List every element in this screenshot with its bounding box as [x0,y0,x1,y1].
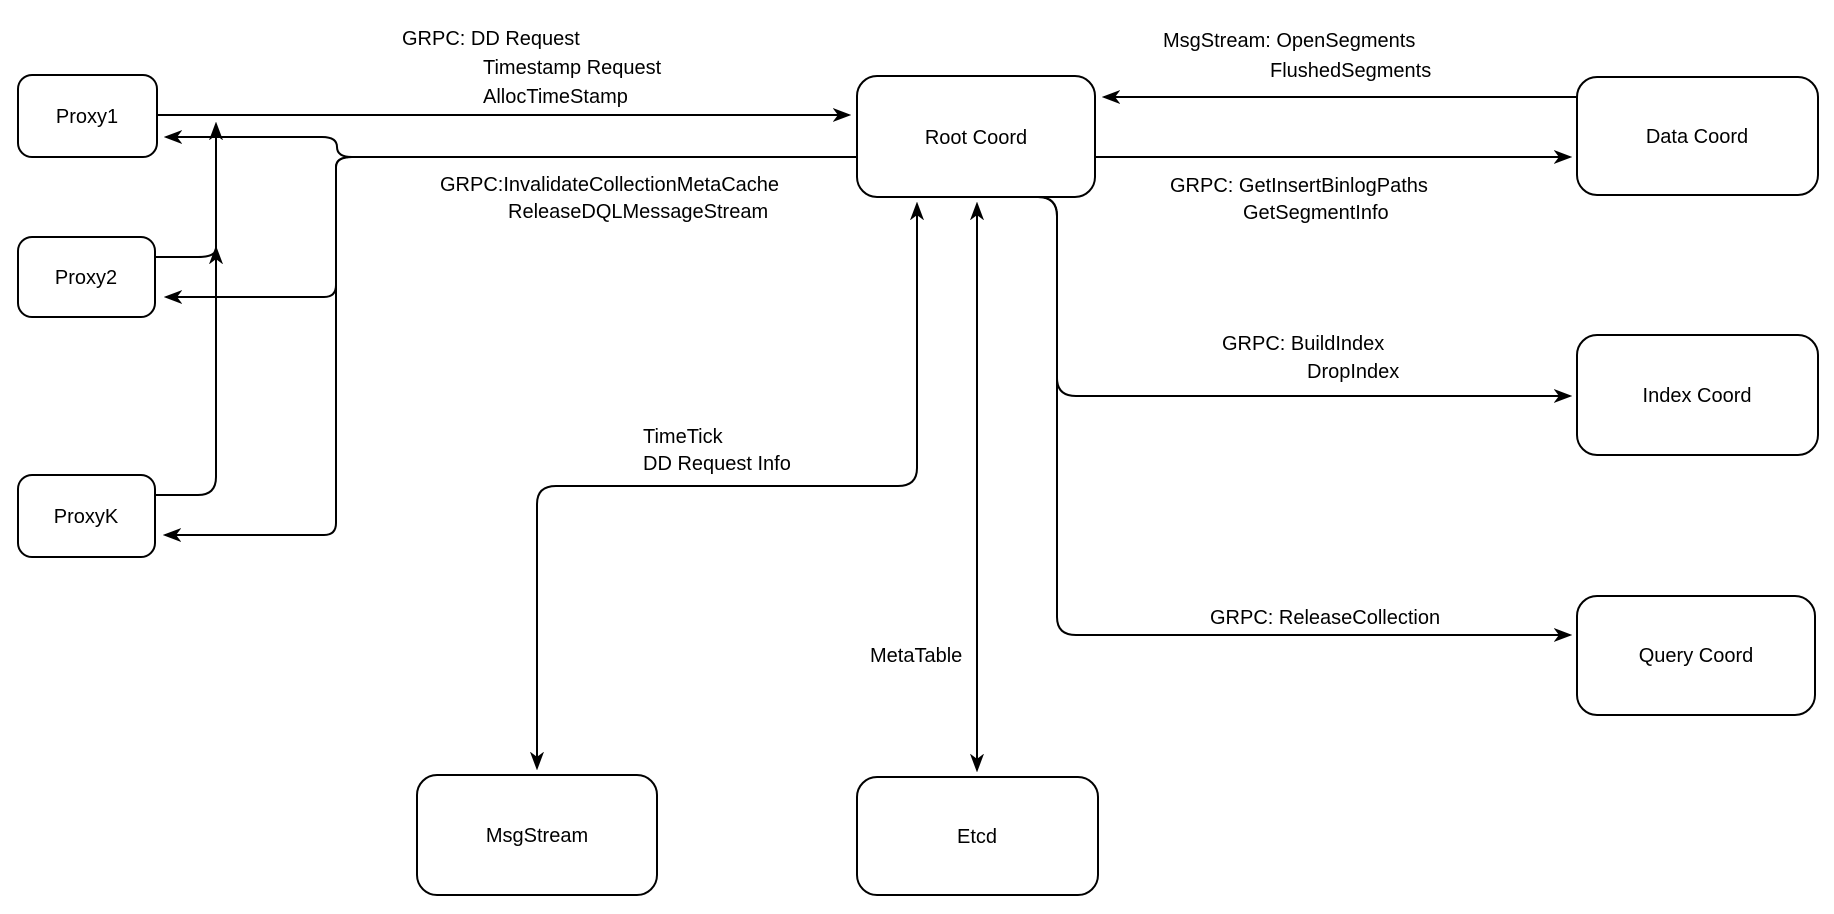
label-root-to-query: GRPC: ReleaseCollection [1210,607,1440,629]
root-coord-label: Root Coord [925,127,1027,149]
label-proxy-to-root: GRPC: DD Request Timestamp Request Alloc… [402,28,662,108]
data-coord-label: Data Coord [1646,126,1748,148]
data-coord-box [1576,76,1819,196]
label-alloctimestamp: AllocTimeStamp [483,86,628,108]
label-root-to-data: GRPC: GetInsertBinlogPaths GetSegmentInf… [1170,175,1428,224]
proxyk-label: ProxyK [54,506,119,528]
label-dropindex: DropIndex [1307,361,1399,383]
label-root-to-index: GRPC: BuildIndex DropIndex [1222,333,1399,383]
node-msgstream: MsgStream [416,774,658,896]
node-query-coord: Query Coord [1576,595,1816,716]
node-proxy2: Proxy2 [17,236,156,318]
node-index-coord: Index Coord [1576,334,1819,456]
edge-proxy2-to-trunk [155,248,216,257]
label-metatable: MetaTable [870,645,962,667]
node-etcd: Etcd [856,776,1099,896]
proxy2-box [17,236,156,318]
edge-proxyk-to-rootcoord-trunk [155,124,216,496]
node-proxyk: ProxyK [17,474,156,558]
query-coord-label: Query Coord [1639,645,1754,667]
edge-rootcoord-to-proxyk [165,156,857,535]
label-grpc-buildindex: GRPC: BuildIndex [1222,333,1384,355]
proxy1-label: Proxy1 [56,106,118,128]
label-data-to-root: MsgStream: OpenSegments FlushedSegments [1163,30,1431,82]
proxy1-box [17,74,158,158]
label-timetick: TimeTick [643,426,724,448]
label-grpc-releasecollection: GRPC: ReleaseCollection [1210,607,1440,629]
label-timestamp-request: Timestamp Request [483,57,662,79]
label-msgstream-opensegments: MsgStream: OpenSegments [1163,30,1415,52]
proxy2-label: Proxy2 [55,267,117,289]
node-proxy1: Proxy1 [17,74,158,158]
index-coord-label: Index Coord [1643,385,1752,407]
node-data-coord: Data Coord [1576,76,1819,196]
node-root-coord: Root Coord [856,75,1096,198]
label-dd-request-info: DD Request Info [643,453,791,475]
edge-rootcoord-to-proxy1 [166,137,857,158]
label-flushedsegments: FlushedSegments [1270,60,1431,82]
root-coord-box [856,75,1096,198]
index-coord-box [1576,334,1819,456]
label-root-to-proxy: GRPC:InvalidateCollectionMetaCache Relea… [440,174,779,223]
etcd-box [856,776,1099,896]
etcd-label: Etcd [957,826,997,848]
msgstream-box [416,774,658,896]
label-release-dql-messagestream: ReleaseDQLMessageStream [508,201,768,223]
label-root-to-etcd: MetaTable [870,645,962,667]
label-grpc-getinsertbinlogpaths: GRPC: GetInsertBinlogPaths [1170,175,1428,197]
proxyk-box [17,474,156,558]
label-invalidate-collection-metacache: GRPC:InvalidateCollectionMetaCache [440,174,779,196]
edge-rootcoord-msgstream [537,204,917,768]
query-coord-box [1576,595,1816,716]
label-getsegmentinfo: GetSegmentInfo [1243,202,1389,224]
edge-rootcoord-to-querycoord [1037,196,1570,635]
label-grpc-dd-request: GRPC: DD Request [402,28,580,50]
edge-rootcoord-to-indexcoord [1037,196,1570,396]
label-root-to-msgstream: TimeTick DD Request Info [643,426,791,475]
msgstream-label: MsgStream [486,825,588,847]
